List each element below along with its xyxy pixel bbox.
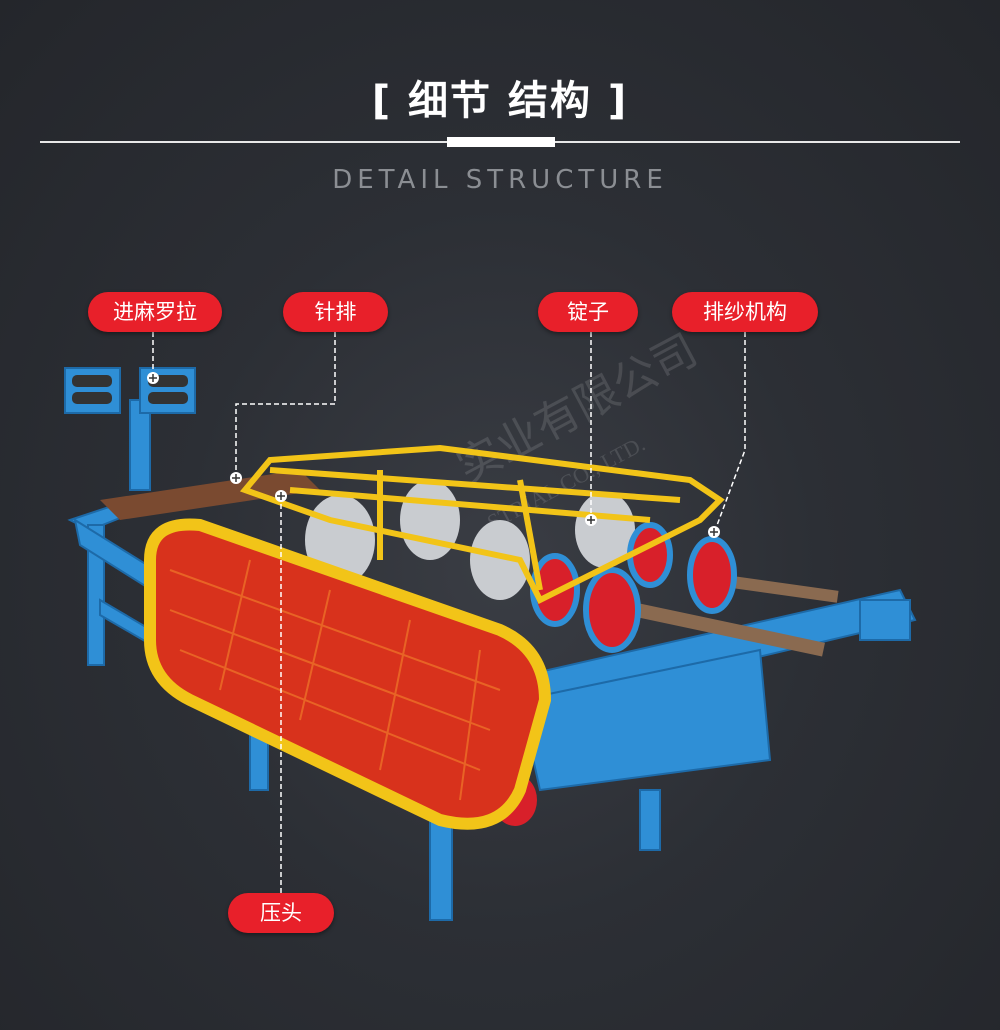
callout-yarn-arranging: 排纱机构 — [672, 292, 818, 332]
marker-needle-row — [230, 472, 242, 484]
marker-feed-roller — [147, 372, 159, 384]
callout-spindle: 锭子 — [538, 292, 638, 332]
feed-rollers — [72, 375, 188, 404]
callout-feed-roller: 进麻罗拉 — [88, 292, 222, 332]
callout-markers — [147, 372, 720, 538]
needle-conveyor — [100, 470, 320, 520]
marker-yarn-arranging — [708, 526, 720, 538]
title-divider-accent — [447, 137, 555, 147]
callout-needle-row: 针排 — [283, 292, 388, 332]
page-title: [ 细节 结构 ] — [371, 78, 629, 124]
callout-leaders — [152, 332, 746, 893]
page-subtitle: DETAIL STRUCTURE — [332, 165, 668, 195]
callout-press-head: 压头 — [228, 893, 334, 933]
marker-press-head — [275, 490, 287, 502]
marker-spindle — [585, 514, 597, 526]
